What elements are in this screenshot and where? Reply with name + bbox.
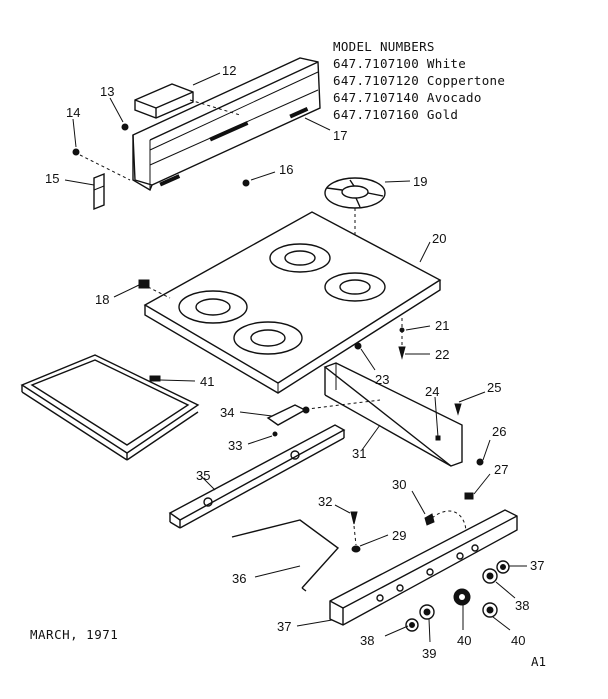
callout-labels: 12 13 14 15 16 17 19 20 18 21 22 23 41 3… — [45, 63, 544, 661]
part-15-bracket — [93, 172, 105, 211]
knob-38-right — [482, 568, 498, 584]
part-29 — [424, 510, 467, 541]
callout-14: 14 — [66, 105, 80, 120]
part-25 — [454, 403, 462, 416]
callout-29: 30 — [392, 477, 406, 492]
callout-17: 17 — [333, 128, 347, 143]
screw-14 — [72, 148, 80, 156]
callout-20: 20 — [432, 231, 446, 246]
knob-37-right — [496, 560, 510, 574]
model-row: 647.7107100 White — [333, 56, 467, 71]
part-12-lamp-housing — [134, 83, 241, 119]
screw-13 — [121, 123, 129, 131]
callout-36: 37 — [277, 619, 291, 634]
callout-16: 16 — [279, 162, 293, 177]
part-36-control-panel — [329, 509, 518, 626]
model-numbers-title: MODEL NUMBERS — [333, 39, 435, 54]
backsplash-17 — [132, 57, 321, 192]
model-row: 647.7107120 Coppertone — [333, 73, 506, 88]
part-31 — [350, 511, 358, 525]
knob-40 — [482, 602, 498, 618]
callout-27: 27 — [494, 462, 508, 477]
callout-38-left: 39 — [422, 646, 436, 661]
callout-23: 23 — [375, 372, 389, 387]
callout-41: 41 — [200, 374, 214, 389]
callout-39: 40 — [457, 633, 471, 648]
part-26 — [476, 458, 484, 466]
model-row: 647.7107140 Avocado — [333, 90, 482, 105]
sheet-number: A1 — [531, 654, 547, 669]
callout-22: 22 — [435, 347, 449, 362]
part-22 — [398, 346, 406, 360]
screw-16 — [242, 179, 250, 187]
part-35-wire — [231, 519, 340, 592]
callout-33: 34 — [220, 405, 234, 420]
callout-40: 40 — [511, 633, 525, 648]
callout-28: 29 — [392, 528, 406, 543]
callout-37-right: 37 — [530, 558, 544, 573]
part-20-cooktop — [143, 211, 442, 394]
callout-15: 15 — [45, 171, 59, 186]
diagram-date: MARCH, 1971 — [30, 627, 119, 642]
knob-39 — [453, 588, 471, 606]
knob-37-left — [405, 618, 419, 632]
callout-31: 32 — [318, 494, 332, 509]
callout-34: 35 — [196, 468, 210, 483]
part-28 — [351, 545, 361, 553]
callout-18: 18 — [95, 292, 109, 307]
leader-lines — [64, 72, 527, 643]
callout-19: 19 — [413, 174, 427, 189]
callout-26: 26 — [492, 424, 506, 439]
callout-38-right: 38 — [515, 598, 529, 613]
part-33-valve — [266, 404, 310, 426]
callout-21: 21 — [435, 318, 449, 333]
callout-12: 12 — [222, 63, 236, 78]
part-34-manifold — [168, 424, 346, 529]
callout-30: 31 — [352, 446, 366, 461]
callout-35: 36 — [232, 571, 246, 586]
part-18-clip — [138, 279, 171, 299]
knob-38-left — [419, 604, 435, 620]
part-27 — [464, 492, 474, 500]
part-32 — [272, 431, 278, 437]
part-41-tray — [20, 354, 200, 461]
callout-13: 13 — [100, 84, 114, 99]
callout-37-left: 38 — [360, 633, 374, 648]
part-19-grate — [324, 177, 386, 270]
callout-25: 25 — [487, 380, 501, 395]
part-30-bracket — [299, 362, 463, 467]
model-numbers-block: MODEL NUMBERS 647.7107100 White 647.7107… — [333, 38, 505, 123]
part-23 — [354, 342, 362, 350]
model-row: 647.7107160 Gold — [333, 107, 459, 122]
callout-32: 33 — [228, 438, 242, 453]
callout-24: 24 — [425, 384, 439, 399]
